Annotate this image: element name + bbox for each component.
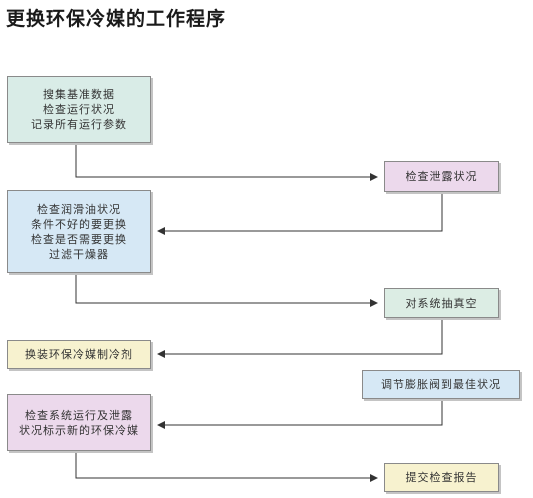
arrow-s6-s7 <box>157 399 443 429</box>
step-check-lubricant: 检查润滑油状况 条件不好的要更换 检查是否需要更换 过滤干燥器 <box>7 190 151 273</box>
step-replace-refrigerant: 换装环保冷媒制冷剂 <box>7 340 151 369</box>
arrow-s3-s4 <box>75 273 378 307</box>
arrow-s7-s8 <box>75 451 378 482</box>
arrow-s1-s2 <box>75 143 378 181</box>
arrow-s4-s5 <box>157 318 443 358</box>
step-vacuum-system: 对系统抽真空 <box>384 288 499 318</box>
step-submit-report: 提交检查报告 <box>384 463 499 492</box>
step-check-operation-label: 检查系统运行及泄露 状况标示新的环保冷媒 <box>7 394 151 451</box>
step-collect-baseline: 搜集基准数据 检查运行状况 记录所有运行参数 <box>7 76 151 143</box>
arrow-s2-s3 <box>157 192 443 235</box>
step-check-leak: 检查泄露状况 <box>384 161 499 192</box>
page-title: 更换环保冷媒的工作程序 <box>6 8 227 30</box>
step-adjust-expansion-valve: 调节膨胀阀到最佳状况 <box>362 370 520 399</box>
